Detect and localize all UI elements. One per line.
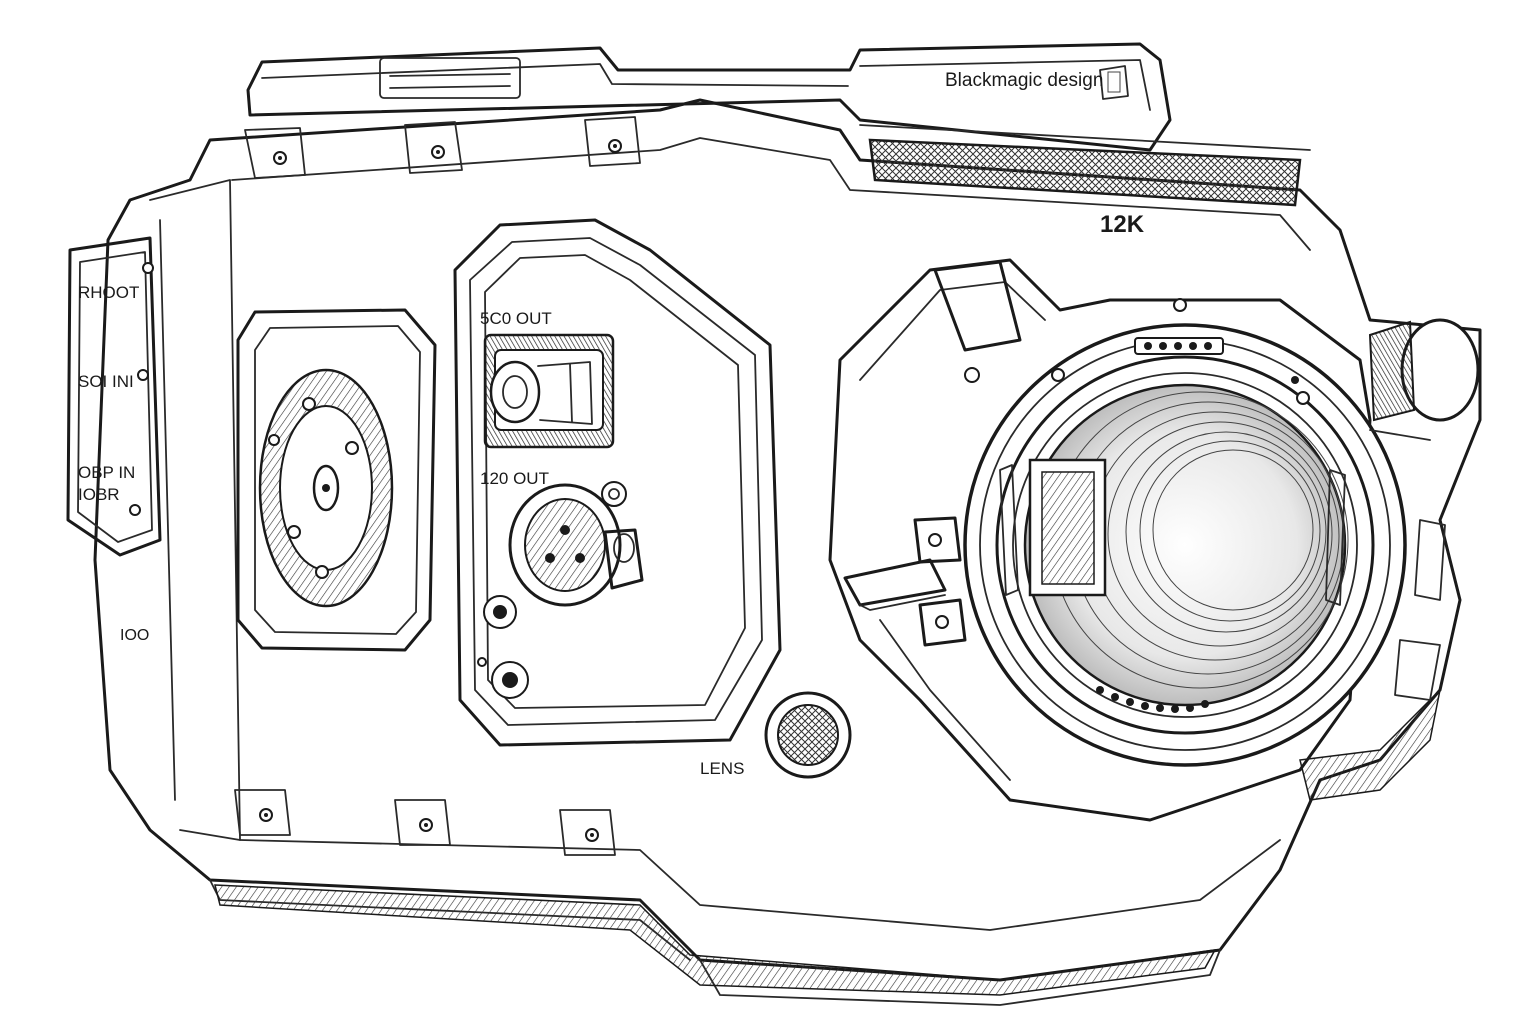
- connector-panel: [453, 218, 782, 747]
- side-port-label-5: IOO: [120, 627, 149, 644]
- side-port-label-4: IOBR: [78, 485, 120, 504]
- top-screws: [244, 116, 641, 179]
- base-shadow: [214, 884, 1217, 996]
- bottom-screws: [234, 789, 616, 856]
- model-label: 12K: [1100, 211, 1145, 238]
- brand-label: Blackmagic design: [945, 70, 1103, 91]
- top-vent: [859, 124, 1311, 207]
- audio-out-label: 120 OUT: [480, 469, 549, 488]
- side-port-label-1: RHOOT: [78, 283, 139, 302]
- rosette-panel: [236, 308, 437, 652]
- bnc-connector-icon[interactable]: [483, 333, 615, 449]
- right-side-details: [1369, 429, 1446, 701]
- side-port-label-3: OBP IN: [78, 463, 135, 482]
- right-shadow: [1299, 687, 1442, 801]
- lens-mount-housing: [828, 258, 1480, 822]
- top-handle: [246, 42, 1172, 152]
- lens-label: LENS: [700, 759, 744, 778]
- side-port-panel: [66, 236, 162, 557]
- mount-contacts-top: [1134, 337, 1224, 355]
- rosette-mount-icon: [258, 368, 394, 608]
- lens-connector-icon[interactable]: [764, 691, 852, 779]
- lens-mount-icon: [963, 298, 1407, 767]
- headphone-jack[interactable]: [477, 595, 529, 699]
- xlr-connector-icon[interactable]: [508, 481, 644, 607]
- side-port-label-2: SOI INI: [78, 372, 134, 391]
- sdi-out-label: 5C0 OUT: [480, 309, 552, 328]
- mount-contacts-bottom: [1096, 686, 1209, 713]
